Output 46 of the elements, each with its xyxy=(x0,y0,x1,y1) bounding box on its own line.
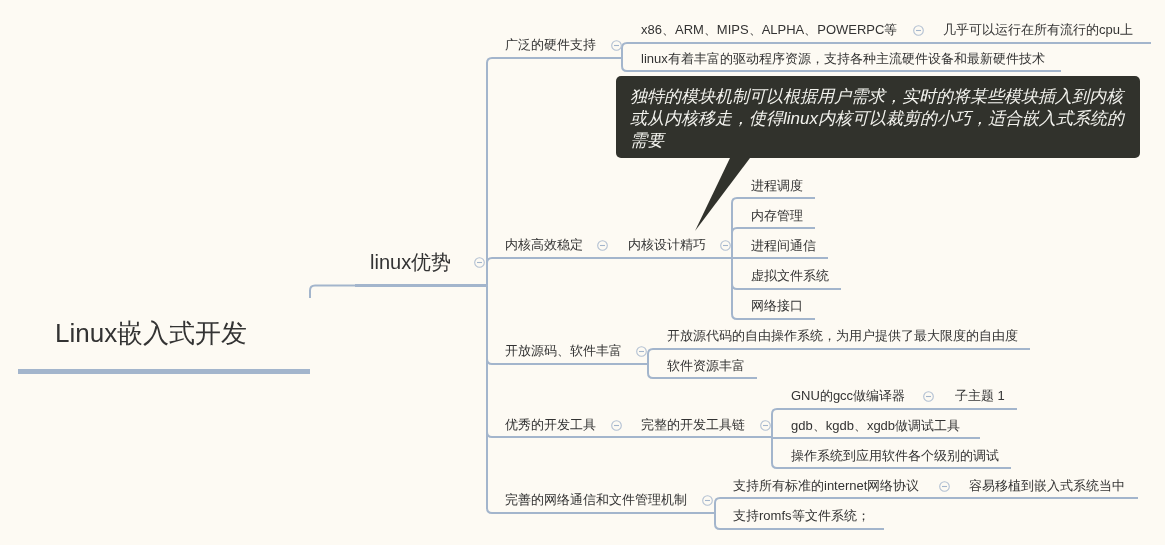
topic-text: 开放源代码的自由操作系统，为用户提供了最大限度的自由度 xyxy=(667,327,1018,345)
connector-line xyxy=(714,497,721,514)
connector-line xyxy=(937,408,944,410)
connector-line xyxy=(309,284,356,299)
connector-line xyxy=(647,348,654,365)
topic-text: 完整的开发工具链 xyxy=(641,416,745,434)
connector-line xyxy=(714,512,721,530)
connector-line xyxy=(731,227,738,259)
connector-line xyxy=(486,284,493,514)
topic-text: 软件资源丰富 xyxy=(667,357,745,375)
topic-text: x86、ARM、MIPS、ALPHA、POWERPC等 xyxy=(641,21,898,39)
topic-text: linux有着丰富的驱动程序资源，支持各种主流硬件设备和最新硬件技术 xyxy=(641,50,1045,68)
topic-text: 内核设计精巧 xyxy=(628,236,706,254)
topic-text: 开放源码、软件丰富 xyxy=(505,342,622,360)
topic-text: GNU的gcc做编译器 xyxy=(791,387,906,405)
connector-line xyxy=(951,497,958,499)
topic-text: 支持所有标准的internet网络协议 xyxy=(733,477,920,495)
connector-line xyxy=(621,57,628,72)
topic-text: 子主题 1 xyxy=(955,387,1005,405)
connector-line xyxy=(930,42,937,44)
topic-text: 内存管理 xyxy=(751,207,803,225)
connector-line xyxy=(621,42,628,59)
connector-line xyxy=(771,437,778,439)
connector-line xyxy=(611,257,618,259)
topic-text: 进程调度 xyxy=(751,177,803,195)
topic-text: 优秀的开发工具 xyxy=(505,416,596,434)
connector-line xyxy=(731,257,738,259)
topic-text: 虚拟文件系统 xyxy=(751,267,829,285)
topic-text: 网络接口 xyxy=(751,297,803,315)
connector-line xyxy=(486,257,493,287)
topic-text: Linux嵌入式开发 xyxy=(55,316,248,350)
topic-text: linux优势 xyxy=(370,249,452,275)
topic-text: 完善的网络通信和文件管理机制 xyxy=(505,491,687,509)
connector-line xyxy=(771,408,778,438)
topic-text: 进程间通信 xyxy=(751,237,816,255)
connector-line xyxy=(771,436,778,469)
topic-text: 容易移植到嵌入式系统当中 xyxy=(969,477,1125,495)
topic-text: 广泛的硬件支持 xyxy=(505,36,596,54)
connector-line xyxy=(623,436,630,438)
topic-text: 支持romfs等文件系统； xyxy=(733,507,870,525)
topic-text: 内核高效稳定 xyxy=(505,236,583,254)
connector-line xyxy=(731,257,738,320)
topic-text: 操作系统到应用软件各个级别的调试 xyxy=(791,447,999,465)
topic-text: gdb、kgdb、xgdb做调试工具 xyxy=(791,417,961,435)
topic-text: 几乎可以运行在所有流行的cpu上 xyxy=(943,21,1133,39)
connector-line xyxy=(647,363,654,379)
